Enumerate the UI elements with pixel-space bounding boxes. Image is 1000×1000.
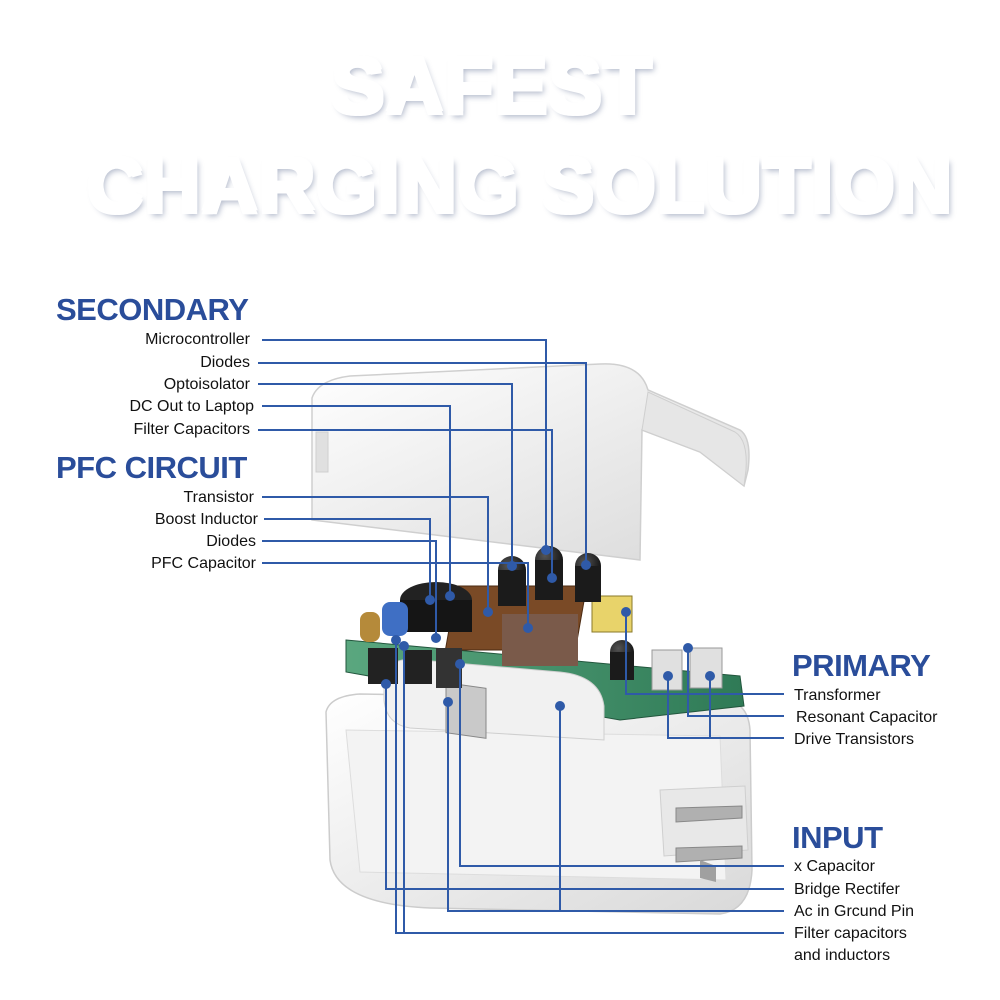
leader-dc-out bbox=[262, 405, 451, 595]
leader-x-capacitor bbox=[459, 664, 784, 867]
label-x-capacitor: x Capacitor bbox=[794, 858, 875, 875]
leader-pfc-diodes bbox=[262, 540, 437, 638]
leader-bridge-rectifier bbox=[385, 684, 784, 890]
section-heading-pfc-circuit: PFC CIRCUIT bbox=[56, 450, 247, 485]
label-filter-capacitors: Filter Capacitors bbox=[133, 421, 250, 438]
label-drive-transistors: Drive Transistors bbox=[794, 731, 915, 748]
leader-microcontroller bbox=[262, 339, 547, 548]
label-boost-inductor: Boost Inductor bbox=[154, 511, 258, 528]
label-pfc-diodes: Diodes bbox=[206, 533, 256, 550]
leader-boost-inductor bbox=[264, 518, 431, 600]
label-optoisolator: Optoisolator bbox=[163, 376, 250, 393]
label-ac-ground-pin: Ac in Grcund Pin bbox=[794, 903, 915, 920]
leader-dots bbox=[381, 545, 715, 711]
leader-secondary-diodes bbox=[258, 362, 587, 564]
leader-transistor bbox=[262, 496, 489, 612]
label-transformer: Transformer bbox=[794, 687, 881, 704]
leader-pfc-capacitor bbox=[262, 562, 529, 628]
leader-drive-transistors bbox=[667, 676, 784, 739]
label-bridge-rectifier: Bridge Rectifer bbox=[794, 881, 900, 898]
leader-ground-pin bbox=[447, 702, 784, 912]
title-line-1: SAFEST bbox=[0, 40, 992, 132]
label-resonant-capacitor: Resonant Capacitor bbox=[796, 709, 938, 726]
leader-lines bbox=[258, 339, 784, 934]
section-heading-primary: PRIMARY bbox=[792, 648, 931, 683]
label-filter-capacitors-inductors: Filter capacitors bbox=[794, 925, 907, 942]
leader-filter-inductors bbox=[395, 640, 784, 934]
top-cover bbox=[311, 363, 750, 561]
label-transistor: Transistor bbox=[183, 489, 254, 506]
label-secondary-diodes: Diodes bbox=[200, 354, 250, 371]
label-dc-out-to-laptop: DC Out to Laptop bbox=[129, 398, 254, 415]
label-pfc-capacitor: PFC Capacitor bbox=[151, 555, 256, 572]
label-microcontroller: Microcontroller bbox=[145, 331, 250, 348]
title-line-2: CHARGING SOLUTION bbox=[20, 140, 1000, 231]
leader-resonant-capacitor bbox=[687, 648, 784, 717]
section-heading-input: INPUT bbox=[792, 820, 883, 855]
leader-filter-capacitors bbox=[258, 429, 553, 577]
bottom-casing bbox=[325, 693, 753, 915]
label-and-inductors: and inductors bbox=[794, 947, 891, 964]
section-heading-secondary: SECONDARY bbox=[56, 292, 249, 327]
leader-transformer bbox=[625, 612, 784, 695]
